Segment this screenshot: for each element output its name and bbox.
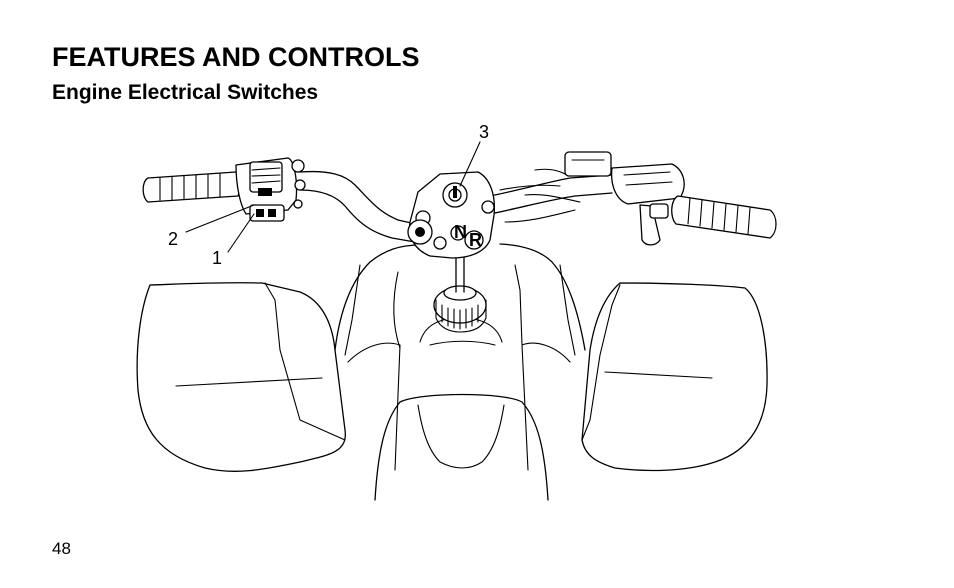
right-controls xyxy=(564,151,685,246)
neutral-indicator-letter: N xyxy=(454,222,467,242)
left-switch-housing xyxy=(235,157,306,222)
svg-text:1: 1 xyxy=(212,248,222,268)
reverse-indicator-letter: R xyxy=(469,230,482,250)
section-subtitle: Engine Electrical Switches xyxy=(52,81,319,104)
callout-3: 3 xyxy=(459,122,489,187)
page-number: 48 xyxy=(52,539,71,558)
callout-2: 2 xyxy=(168,204,255,249)
section-title: FEATURES AND CONTROLS xyxy=(52,42,420,72)
svg-text:3: 3 xyxy=(479,122,489,142)
left-grip xyxy=(142,171,241,203)
ignition-panel: N R xyxy=(407,171,496,259)
svg-text:2: 2 xyxy=(168,229,178,249)
atv-body-outline xyxy=(136,243,768,501)
handlebar xyxy=(299,168,613,243)
right-grip xyxy=(671,195,777,239)
callout-1: 1 xyxy=(212,213,255,268)
